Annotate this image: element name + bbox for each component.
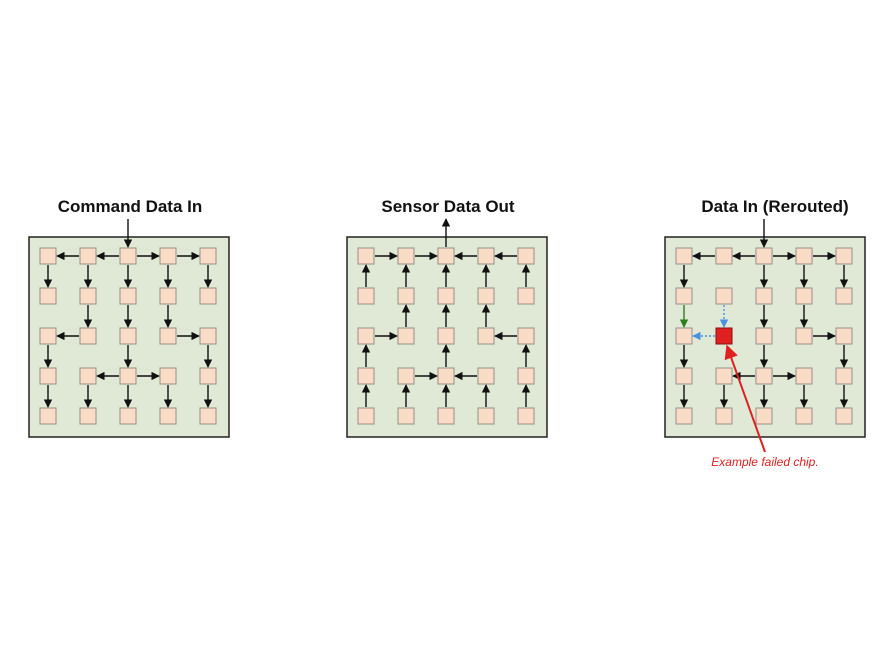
chip-node bbox=[477, 287, 495, 305]
chip-node bbox=[119, 367, 137, 385]
chip-node bbox=[357, 407, 375, 425]
chip-node bbox=[79, 287, 97, 305]
chip-node bbox=[517, 287, 535, 305]
panel-title-sensor: Sensor Data Out bbox=[381, 197, 515, 216]
chip-node bbox=[715, 407, 733, 425]
chip-node bbox=[357, 367, 375, 385]
chip-node bbox=[159, 407, 177, 425]
chip-node bbox=[357, 247, 375, 265]
chip-node bbox=[397, 367, 415, 385]
chip-node bbox=[755, 247, 773, 265]
chip-node bbox=[437, 247, 455, 265]
chip-node bbox=[199, 367, 217, 385]
chip-node bbox=[39, 287, 57, 305]
chip-node bbox=[755, 327, 773, 345]
chip-node bbox=[517, 247, 535, 265]
chip-node bbox=[795, 407, 813, 425]
chip-node bbox=[357, 327, 375, 345]
chip-node bbox=[755, 367, 773, 385]
chip-node bbox=[119, 247, 137, 265]
chip-node bbox=[437, 327, 455, 345]
chip-node bbox=[39, 407, 57, 425]
chip-node bbox=[715, 367, 733, 385]
chip-node bbox=[397, 247, 415, 265]
chip-node bbox=[715, 247, 733, 265]
chip-node bbox=[715, 287, 733, 305]
chip-node bbox=[437, 367, 455, 385]
chip-node bbox=[675, 247, 693, 265]
chip-node bbox=[199, 287, 217, 305]
chip-node bbox=[159, 287, 177, 305]
chip-node bbox=[79, 367, 97, 385]
failed-chip-node bbox=[715, 327, 733, 345]
chip-node bbox=[199, 327, 217, 345]
chip-node bbox=[397, 287, 415, 305]
chip-node bbox=[397, 407, 415, 425]
chip-node bbox=[795, 327, 813, 345]
chip-node bbox=[159, 367, 177, 385]
chip-node bbox=[517, 407, 535, 425]
chip-node bbox=[835, 327, 853, 345]
chip-node bbox=[39, 327, 57, 345]
chip-node bbox=[119, 407, 137, 425]
callout-pointer-arrow bbox=[724, 344, 766, 453]
chip-node bbox=[835, 287, 853, 305]
chip-node bbox=[675, 327, 693, 345]
chip-node bbox=[675, 287, 693, 305]
chip-node bbox=[675, 407, 693, 425]
chip-node bbox=[39, 247, 57, 265]
chip-node bbox=[397, 327, 415, 345]
failed-chip-callout: Example failed chip. bbox=[711, 455, 819, 469]
chip-node bbox=[39, 367, 57, 385]
chip-node bbox=[199, 247, 217, 265]
chip-node bbox=[199, 407, 217, 425]
chip-node bbox=[517, 367, 535, 385]
chip-node bbox=[835, 247, 853, 265]
chip-node bbox=[159, 247, 177, 265]
chip-node bbox=[795, 247, 813, 265]
chip-node bbox=[675, 367, 693, 385]
panel-title-rerouted: Data In (Rerouted) bbox=[701, 197, 849, 216]
chip-node bbox=[79, 327, 97, 345]
chip-node bbox=[357, 287, 375, 305]
chip-node bbox=[755, 287, 773, 305]
chip-node bbox=[755, 407, 773, 425]
chip-node bbox=[795, 367, 813, 385]
panel-title-command: Command Data In bbox=[57, 197, 203, 216]
chip-node bbox=[517, 327, 535, 345]
chip-node bbox=[835, 367, 853, 385]
chip-node bbox=[795, 287, 813, 305]
chip-node bbox=[477, 367, 495, 385]
chip-node bbox=[437, 287, 455, 305]
chip-node bbox=[119, 327, 137, 345]
chip-node bbox=[79, 407, 97, 425]
chip-node bbox=[79, 247, 97, 265]
chip-node bbox=[477, 327, 495, 345]
chip-node bbox=[119, 287, 137, 305]
chip-node bbox=[477, 247, 495, 265]
chip-node bbox=[437, 407, 455, 425]
chip-node bbox=[477, 407, 495, 425]
chip-node bbox=[159, 327, 177, 345]
chip-node bbox=[835, 407, 853, 425]
